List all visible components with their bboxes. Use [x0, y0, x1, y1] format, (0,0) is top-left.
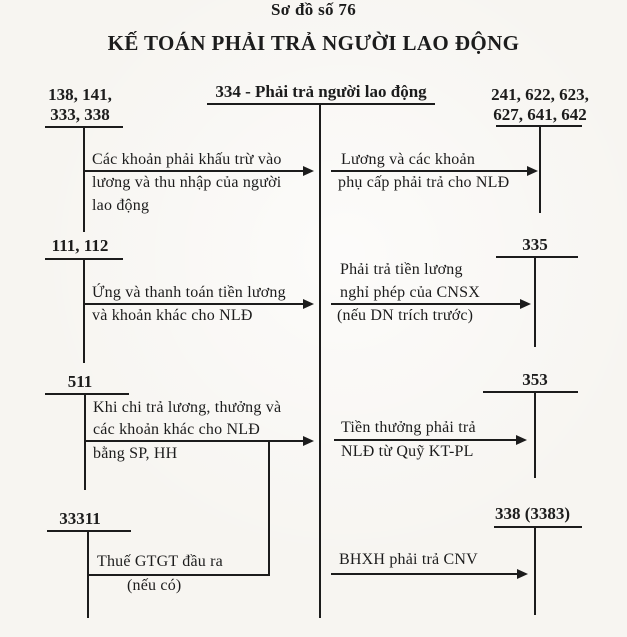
- account-code-511: 511: [67, 372, 93, 391]
- account-code-241-622-623: 241, 622, 623,: [491, 85, 589, 104]
- account-code-33311: 33311: [59, 509, 101, 528]
- arrow-right-flow-leave-pay: [331, 299, 531, 309]
- scheme-number-title: Sơ đồ số 76: [271, 0, 356, 19]
- account-underline-353: [483, 391, 578, 393]
- arrow-right-flow-social-insurance: [331, 569, 528, 579]
- right-flow-1-line-2: phụ cấp phải trả cho NLĐ: [338, 174, 510, 191]
- arrow-right-flow-bonus: [334, 435, 527, 445]
- left-flow-3-line-2: các khoản khác cho NLĐ: [93, 421, 260, 438]
- account-underline-511: [45, 393, 129, 395]
- account-code-335: 335: [522, 235, 548, 254]
- left-flow-3-line-1: Khi chi trả lương, thưởng và: [93, 399, 282, 416]
- left-flow-3-line-3: bằng SP, HH: [93, 445, 178, 462]
- left-flow-1-line-2: lương và thu nhập của người: [92, 174, 282, 191]
- account-vertical-line-138: [83, 126, 85, 232]
- diagram-title: KẾ TOÁN PHẢI TRẢ NGƯỜI LAO ĐỘNG: [107, 31, 520, 55]
- account-code-333-338: 333, 338: [50, 105, 110, 124]
- center-account-label: 334 - Phải trả người lao động: [215, 82, 427, 101]
- account-code-353: 353: [522, 370, 548, 389]
- account-vertical-line-338: [534, 526, 536, 615]
- right-flow-4-line-1: BHXH phải trả CNV: [339, 551, 478, 568]
- account-vertical-line-241: [539, 125, 541, 213]
- left-flow-4-line-2: (nếu có): [127, 577, 182, 594]
- center-account-vertical-line: [319, 104, 321, 618]
- vat-flow-vertical-connector: [268, 441, 270, 575]
- account-underline-335: [496, 256, 578, 258]
- account-code-111-112: 111, 112: [51, 236, 109, 255]
- left-flow-4-line-1: Thuế GTGT đầu ra: [97, 553, 223, 570]
- right-flow-2-line-2: nghỉ phép của CNSX: [340, 284, 481, 301]
- center-account-underline: [207, 103, 435, 105]
- arrow-left-flow-advances: [84, 299, 314, 309]
- arrow-left-flow-deductions: [84, 166, 314, 176]
- account-code-138-141: 138, 141,: [48, 85, 112, 104]
- account-vertical-line-335: [534, 256, 536, 347]
- account-code-338-3383: 338 (3383): [494, 504, 571, 523]
- right-flow-2-line-1: Phải trả tiền lương: [340, 261, 463, 278]
- right-flow-1-line-1: Lương và các khoản: [341, 151, 476, 168]
- left-flow-1-line-3: lao động: [92, 197, 150, 214]
- vat-flow-horizontal-line: [88, 574, 270, 576]
- left-flow-1-line-1: Các khoản phải khấu trừ vào: [92, 151, 282, 168]
- account-underline-338: [494, 526, 582, 528]
- left-flow-2-line-2: và khoản khác cho NLĐ: [92, 307, 253, 324]
- account-vertical-line-353: [534, 391, 536, 478]
- left-flow-2-line-1: Ứng và thanh toán tiền lương: [92, 284, 286, 301]
- right-flow-2-line-3: (nếu DN trích trước): [337, 307, 474, 324]
- arrow-right-flow-salary: [331, 166, 538, 176]
- account-vertical-line-111: [83, 258, 85, 363]
- account-underline-33311: [47, 530, 131, 532]
- right-flow-3-line-1: Tiền thưởng phải trả: [341, 419, 476, 436]
- right-flow-3-line-2: NLĐ từ Quỹ KT-PL: [341, 443, 474, 460]
- arrow-left-flow-payment-in-goods: [85, 436, 314, 446]
- account-code-627-641-642: 627, 641, 642: [493, 105, 587, 124]
